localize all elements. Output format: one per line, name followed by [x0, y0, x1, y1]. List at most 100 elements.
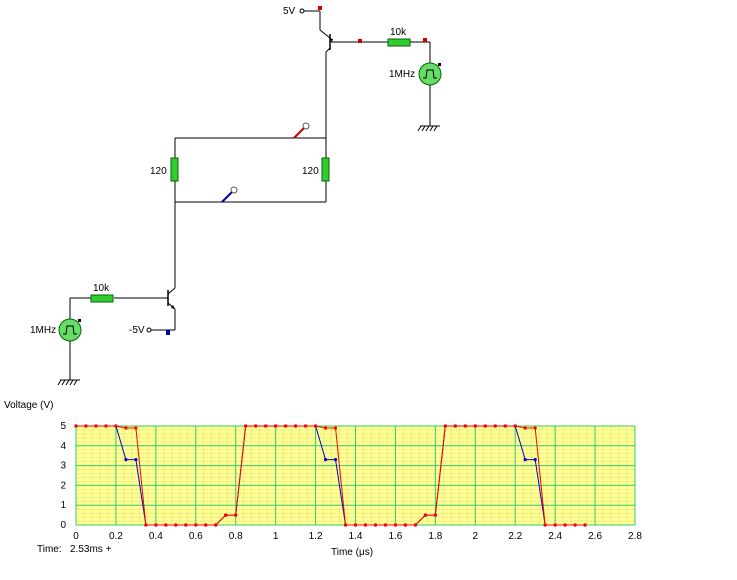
middle-bridge: 120 120 [150, 122, 330, 203]
data-point [124, 458, 128, 462]
data-point [234, 513, 238, 517]
data-point [194, 523, 198, 527]
left-resistor-120[interactable] [170, 157, 179, 182]
right-resistor-label: 120 [302, 166, 319, 177]
data-point [453, 424, 457, 428]
top-resistor-label: 10k [390, 27, 407, 38]
data-point [463, 424, 467, 428]
data-point [94, 424, 98, 428]
data-point [433, 513, 437, 517]
top-ground-icon [417, 125, 440, 132]
data-point [134, 426, 138, 430]
data-point [303, 424, 308, 428]
data-point [513, 424, 517, 428]
x-tick-label: 1.6 [388, 531, 402, 542]
data-point [533, 458, 537, 462]
data-point [254, 424, 258, 428]
x-tick-label: 0.8 [229, 531, 243, 542]
data-point [543, 523, 547, 527]
left-resistor-label: 120 [150, 166, 167, 177]
data-point [323, 426, 328, 430]
data-point [533, 426, 537, 430]
bottom-stage: 10k -5V 1MHz [30, 202, 176, 386]
time-value: 2.53ms + [70, 544, 112, 555]
x-tick-label: 2.4 [548, 531, 562, 542]
bottom-source-label: 1MHz [30, 325, 56, 336]
data-point [164, 523, 168, 527]
bottom-supply-label: -5V [129, 325, 145, 336]
x-axis-label: Time (μs) [331, 547, 373, 558]
data-point [333, 458, 338, 462]
top-resistor-node[interactable] [423, 38, 427, 42]
data-point [174, 523, 178, 527]
x-tick-label: 0.2 [109, 531, 123, 542]
time-label: Time: [37, 544, 62, 555]
data-point [383, 523, 388, 527]
data-point [224, 513, 228, 517]
data-point [363, 523, 368, 527]
bottom-supply-terminal[interactable] [146, 327, 152, 333]
red-probe-icon[interactable] [293, 122, 310, 139]
data-point [264, 424, 268, 428]
x-tick-label: 2.8 [628, 531, 642, 542]
data-point [443, 424, 447, 428]
top-supply-label: 5V [283, 6, 296, 17]
bottom-ground-icon [57, 379, 80, 386]
y-tick-label: 4 [60, 441, 66, 452]
series-line-2 [76, 425, 586, 526]
data-point [493, 424, 497, 428]
y-tick-label: 2 [60, 480, 66, 491]
top-supply-node[interactable] [318, 6, 322, 10]
data-point [104, 424, 108, 428]
data-point [74, 424, 78, 428]
blue-probe-icon[interactable] [221, 186, 238, 203]
bottom-resistor-label: 10k [93, 283, 110, 294]
data-point [294, 424, 298, 428]
data-point [184, 523, 188, 527]
x-tick-label: 1 [273, 531, 279, 542]
data-point [144, 523, 148, 527]
bottom-resistor-10k[interactable] [90, 294, 114, 303]
top-transistor[interactable] [325, 34, 333, 53]
x-tick-label: 1.4 [349, 531, 363, 542]
data-point [274, 424, 278, 428]
data-point [403, 523, 408, 527]
top-supply-terminal[interactable] [299, 8, 305, 14]
right-resistor-120[interactable] [321, 157, 330, 182]
bottom-pulse-source[interactable] [58, 318, 82, 342]
bottom-supply-node[interactable] [166, 330, 170, 335]
top-resistor-10k[interactable] [387, 38, 411, 47]
data-point [154, 523, 158, 527]
data-point [503, 424, 507, 428]
data-point [284, 424, 288, 428]
data-point [573, 523, 577, 527]
data-point [423, 513, 427, 517]
y-tick-label: 0 [60, 520, 66, 531]
data-point [244, 424, 248, 428]
data-point [323, 458, 328, 462]
data-point [204, 523, 208, 527]
x-tick-label: 1.2 [309, 531, 323, 542]
data-point [343, 523, 348, 527]
x-tick-label: 0.4 [149, 531, 163, 542]
data-point [373, 523, 378, 527]
data-point [583, 523, 587, 527]
data-point [134, 458, 138, 462]
top-base-node[interactable] [358, 39, 362, 43]
x-tick-label: 2.6 [588, 531, 602, 542]
top-source-label: 1MHz [389, 69, 415, 80]
y-tick-label: 5 [60, 421, 66, 432]
x-tick-label: 0 [73, 531, 79, 542]
data-point [313, 424, 318, 428]
y-tick-label: 3 [60, 461, 66, 472]
x-tick-label: 2.2 [508, 531, 522, 542]
data-point [393, 523, 398, 527]
data-point [553, 523, 557, 527]
y-axis-label: Voltage (V) [4, 400, 53, 411]
top-pulse-source[interactable] [418, 62, 442, 86]
series-layer [74, 424, 587, 527]
x-tick-label: 0.6 [189, 531, 203, 542]
